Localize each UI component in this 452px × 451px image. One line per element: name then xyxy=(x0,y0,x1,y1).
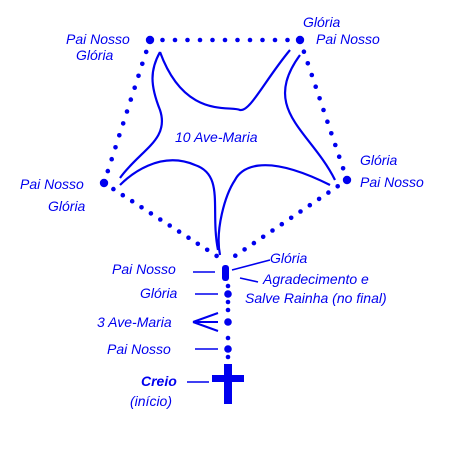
label-top-right-gloria: Glória xyxy=(303,14,341,30)
bead-chain xyxy=(99,35,352,360)
stem-small-bead xyxy=(225,299,231,305)
stem-small-bead xyxy=(225,354,231,360)
ave-maria-bead xyxy=(214,253,219,259)
label-thanks-line1: Agradecimento e xyxy=(262,271,369,287)
ave-maria-bead xyxy=(210,37,215,43)
ave-maria-bead xyxy=(113,145,118,150)
ave-maria-bead xyxy=(325,119,330,124)
ave-maria-bead xyxy=(148,211,154,216)
label-thanks-line2: Salve Rainha (no final) xyxy=(245,290,387,306)
label-center-ave-maria: 10 Ave-Maria xyxy=(175,129,258,145)
ave-maria-bead xyxy=(158,217,163,222)
ave-maria-star-curve xyxy=(119,49,336,256)
ave-maria-bead xyxy=(105,168,111,174)
label-creio: Creio xyxy=(141,373,177,389)
thanks-pointer-line xyxy=(239,277,259,283)
label-junction-gloria: Glória xyxy=(270,250,308,266)
stem-small-bead xyxy=(225,283,231,289)
ave-maria-bead xyxy=(242,247,247,252)
ave-maria-bead xyxy=(305,61,311,66)
ave-maria-bead xyxy=(298,209,303,214)
stem-small-bead xyxy=(225,335,231,341)
ave-maria-bead xyxy=(321,107,326,113)
ave-maria-bead xyxy=(317,96,322,101)
ave-maria-bead xyxy=(120,192,126,198)
ave-maria-bead xyxy=(333,142,338,148)
ave-maria-bead xyxy=(233,253,238,258)
ave-maria-bead xyxy=(139,205,144,210)
ave-maria-bead xyxy=(260,37,265,43)
ave-maria-bead xyxy=(132,85,137,90)
ave-maria-bead xyxy=(117,133,122,138)
ave-maria-bead xyxy=(160,37,165,43)
ave-maria-bead xyxy=(309,72,315,78)
stem-small-bead xyxy=(225,307,231,313)
ave-maria-bead xyxy=(129,198,135,204)
ave-maria-bead xyxy=(120,121,126,126)
label-right-pai-nosso: Pai Nosso xyxy=(360,174,424,190)
ave-maria-bead xyxy=(186,235,191,240)
pai-nosso-bead xyxy=(145,35,155,45)
ave-maria-bead xyxy=(111,186,116,192)
junction-medal xyxy=(222,265,229,281)
ave-maria-bead xyxy=(176,229,182,234)
ave-maria-bead xyxy=(167,223,172,228)
ave-maria-bead xyxy=(313,84,319,89)
ave-maria-bead xyxy=(172,37,178,43)
gloria-pointer-line xyxy=(231,259,271,271)
label-stem-pai-nosso-2: Pai Nosso xyxy=(107,341,171,357)
ave-maria-bead xyxy=(316,196,322,202)
label-left-pai-nosso: Pai Nosso xyxy=(20,176,84,192)
label-top-right-pai-nosso: Pai Nosso xyxy=(316,31,380,47)
ave-maria-bead xyxy=(285,37,290,43)
ave-maria-bead xyxy=(128,97,134,102)
ave-maria-bead xyxy=(335,184,341,189)
ave-maria-bead xyxy=(260,234,266,240)
stem-bead xyxy=(224,290,232,298)
label-stem-pai-nosso: Pai Nosso xyxy=(112,261,176,277)
pai-nosso-bead xyxy=(295,35,305,45)
stem-bead xyxy=(224,318,232,326)
label-right-gloria: Glória xyxy=(360,152,398,168)
ave-maria-bead xyxy=(197,37,203,43)
ave-maria-bead xyxy=(272,37,278,43)
label-inicio: (início) xyxy=(130,393,172,409)
ave-maria-bead xyxy=(301,49,307,54)
ave-maria-bead xyxy=(136,73,141,79)
cross-icon xyxy=(212,364,244,404)
ave-maria-bead xyxy=(288,215,294,221)
ave-maria-bead xyxy=(270,228,275,233)
label-top-left-pai-nosso: Pai Nosso xyxy=(66,31,130,47)
label-left-gloria: Glória xyxy=(48,198,86,214)
ave-maria-bead xyxy=(307,202,313,208)
ave-maria-bead xyxy=(336,154,342,159)
label-three-ave-maria: 3 Ave-Maria xyxy=(97,314,172,330)
ave-maria-bead xyxy=(204,247,210,253)
pai-nosso-bead xyxy=(99,178,109,188)
ave-maria-bead xyxy=(235,37,240,43)
ave-maria-bead xyxy=(109,156,114,162)
ave-maria-bead xyxy=(340,166,346,171)
ave-maria-bead xyxy=(195,241,201,247)
three-ave-maria-arrow xyxy=(192,312,219,332)
pai-nosso-bead xyxy=(342,175,352,185)
label-stem-gloria: Glória xyxy=(140,285,178,301)
ave-maria-bead xyxy=(279,221,285,227)
ave-maria-bead xyxy=(140,61,145,67)
ave-maria-bead xyxy=(251,240,257,246)
ave-maria-bead xyxy=(143,49,149,55)
ave-maria-bead xyxy=(222,37,228,43)
ave-maria-bead xyxy=(326,190,331,195)
ave-maria-bead xyxy=(247,37,253,43)
stem-bead xyxy=(224,345,232,353)
label-top-left-gloria: Glória xyxy=(76,47,114,63)
ave-maria-bead xyxy=(329,131,334,136)
ave-maria-bead xyxy=(185,37,190,43)
ave-maria-bead xyxy=(124,109,130,114)
